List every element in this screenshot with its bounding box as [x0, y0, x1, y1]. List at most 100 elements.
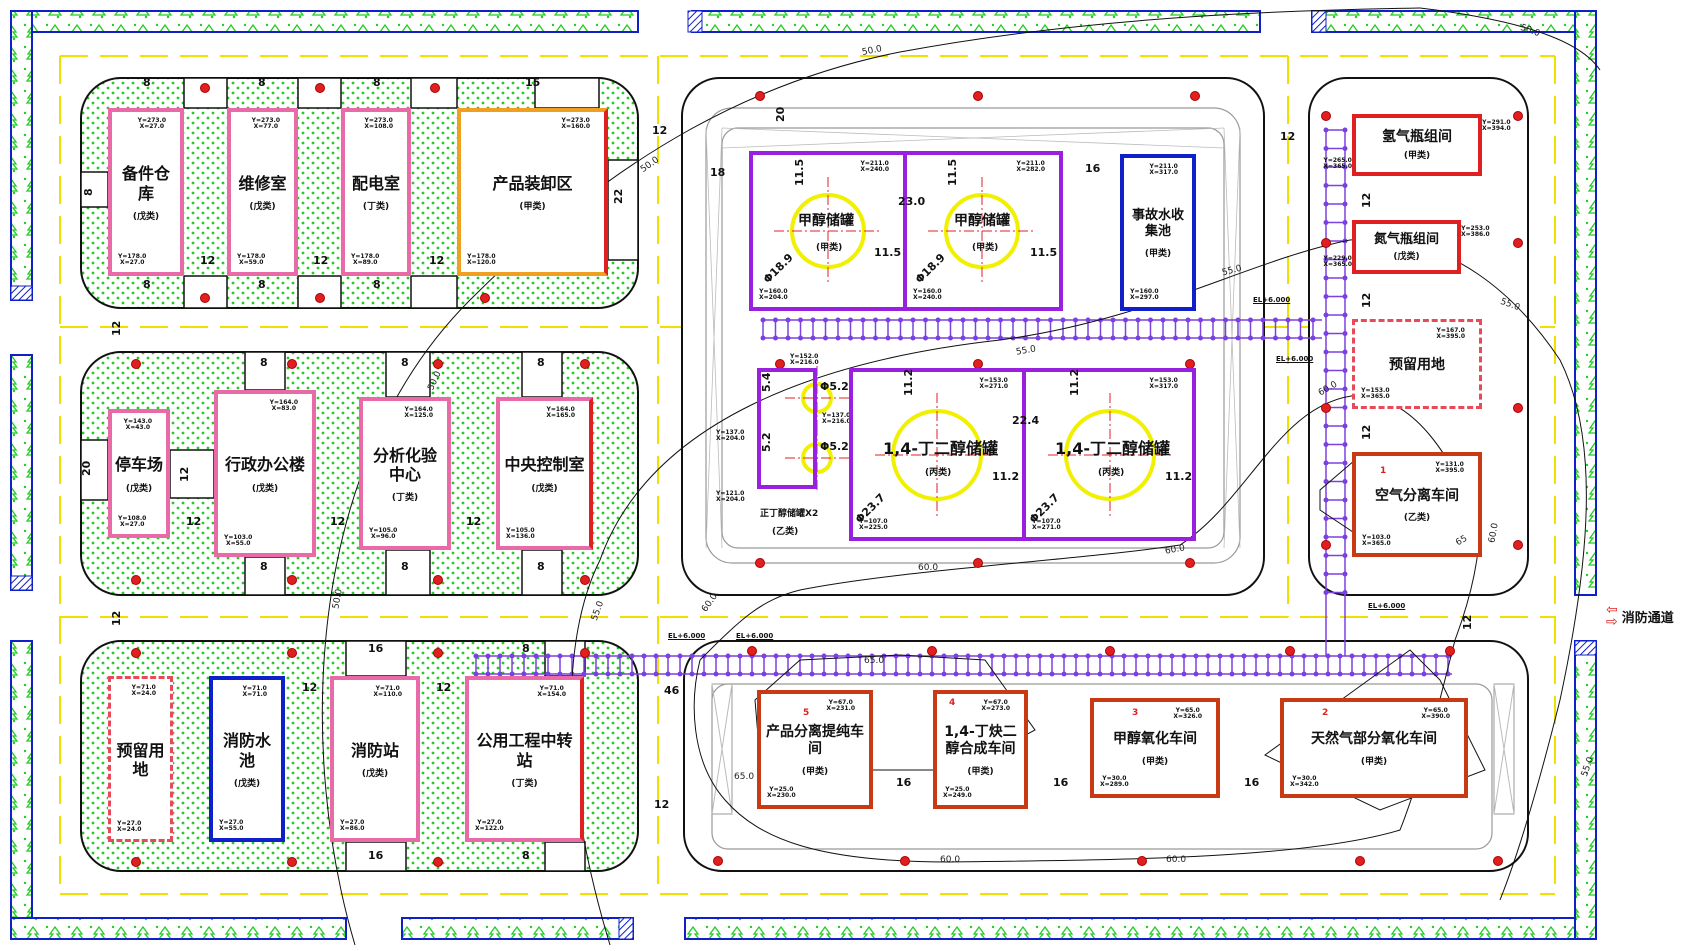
pipe-rack-node	[1248, 317, 1253, 323]
pipe-rack-node	[1342, 331, 1348, 336]
pipe-rack-node	[605, 653, 611, 659]
pipe-rack-node	[1323, 497, 1329, 503]
coordinate-label: Y=71.0 X=71.0	[242, 685, 267, 698]
pipe-rack-node	[1342, 275, 1348, 281]
building-butynediol-synthesis-workshop: Y=67.0 X=273.0 4 1,4-丁炔二醇合成车间 (甲类) Y=25.…	[933, 690, 1028, 809]
pipe-rack-node	[1169, 671, 1175, 677]
pipe-rack-node	[1323, 127, 1329, 133]
pipe-rack-node	[948, 335, 953, 341]
pipe-rack-node	[1323, 257, 1329, 262]
pipe-rack-node	[1223, 317, 1228, 323]
pipe-rack-node	[1193, 671, 1199, 677]
pipe-rack-node	[1013, 671, 1019, 677]
fire-hydrant-icon	[1355, 856, 1365, 866]
pipe-rack-node	[1013, 653, 1019, 659]
elevation-label: EL+6.000	[736, 632, 774, 640]
coordinate-label: Y=211.0 X=317.0	[1149, 163, 1178, 176]
pipe-rack-node	[989, 671, 995, 677]
pipe-rack-node	[977, 653, 983, 659]
fire-class: (甲类)	[967, 766, 994, 777]
contour-label: 65.0	[864, 656, 885, 666]
pipe-rack-node	[1241, 671, 1247, 677]
pipe-rack-node	[1049, 671, 1055, 677]
pipe-rack-node	[641, 671, 647, 677]
tank-class: (丙类)	[1098, 468, 1125, 478]
pipe-rack-node	[929, 671, 935, 677]
pipe-rack-node	[773, 335, 778, 341]
fire-hydrants	[131, 83, 1523, 867]
pipe-rack-node	[1373, 653, 1379, 659]
fire-class: (乙类)	[1403, 513, 1431, 524]
dimension: 16	[1244, 776, 1260, 789]
dimension: 15	[525, 76, 541, 89]
dimension: 16	[1085, 162, 1101, 175]
pipe-rack-node	[1323, 294, 1329, 299]
pipe-rack-node	[1123, 335, 1128, 341]
pipe-rack-node	[1342, 220, 1348, 225]
pipe-rack-node	[1253, 671, 1259, 677]
tank-diameter: Φ5.2	[820, 380, 849, 393]
accident-water-pool: Y=211.0 X=317.0 事故水收集池 (甲类) Y=160.0 X=29…	[1120, 154, 1196, 311]
pipe-rack-node	[1248, 335, 1253, 341]
elevation-label: EL+6.000	[1253, 296, 1291, 304]
coordinate-label: Y=178.0 X=27.0	[118, 253, 147, 266]
pipe-rack-node	[665, 653, 671, 659]
fire-hydrant-icon	[1185, 558, 1195, 568]
pipe-rack-node	[581, 671, 587, 677]
fire-hydrant-icon	[287, 857, 297, 867]
pipe-rack-node	[1073, 653, 1079, 659]
building-name: 1,4-丁炔二醇合成车间	[944, 724, 1017, 757]
pipe-rack-node	[1273, 335, 1278, 341]
fire-hydrant-icon	[1285, 646, 1295, 656]
coordinate-label: Y=71.0 X=110.0	[373, 685, 402, 698]
pipe-rack-node	[810, 335, 816, 341]
building-name: 氮气瓶组间	[1373, 232, 1439, 248]
pipe-rack-node	[545, 671, 551, 677]
pipe-rack-node	[1235, 335, 1241, 341]
pipe-rack-node	[1229, 671, 1235, 677]
pipe-rack-node	[1109, 671, 1115, 677]
pipe-rack-node	[893, 653, 899, 659]
building-repair-room: Y=273.0 X=77.0 维修室 (戊类) Y=178.0 X=59.0	[227, 108, 298, 276]
pipe-rack-node	[677, 671, 683, 677]
coordinate-label: Y=137.0 X=204.0	[716, 429, 745, 442]
fire-hydrant-icon	[973, 91, 983, 101]
dimension: 22	[612, 188, 625, 204]
pipe-rack-node	[509, 671, 515, 677]
pipe-rack-node	[557, 653, 563, 659]
dimension: 8	[143, 278, 151, 291]
building-reserved-land-east: Y=167.0 X=395.0 预留用地 Y=153.0 X=365.0	[1352, 319, 1482, 409]
pipe-rack-node	[1135, 317, 1141, 323]
fire-hydrant-icon	[131, 857, 141, 867]
coordinate-label: Y=27.0 X=86.0	[340, 819, 365, 832]
pipe-rack-node	[1185, 317, 1191, 323]
coordinate-label: Y=67.0 X=231.0	[826, 699, 855, 712]
pipe-rack-node	[881, 671, 887, 677]
elevation-label: EL+6.000	[1368, 602, 1406, 610]
fire-hydrant-icon	[433, 857, 443, 867]
building-name: 消防站	[350, 740, 399, 760]
pipe-rack-node	[1337, 653, 1343, 659]
dimension: 12	[313, 254, 329, 267]
building-power-distribution: Y=273.0 X=108.0 配电室 (丁类) Y=178.0 X=89.0	[341, 108, 411, 276]
pipe-rack-node	[953, 653, 959, 659]
pipe-rack-node	[1229, 653, 1235, 659]
coordinate-label: Y=291.0 X=394.0	[1482, 119, 1511, 132]
pipe-rack-node	[785, 671, 791, 677]
fire-hydrant-icon	[430, 83, 440, 93]
building-natural-gas-partial-oxidation-workshop: Y=65.0 X=390.0 2 天然气部分氧化车间 (甲类) Y=30.0 X…	[1280, 698, 1468, 798]
pipe-rack-node	[1135, 335, 1141, 341]
fire-hydrant-icon	[131, 648, 141, 658]
pipe-rack-node	[1110, 335, 1116, 341]
coordinate-label: Y=229.0 X=365.0	[1323, 255, 1352, 268]
building-name: 公用工程中转站	[476, 731, 573, 770]
pipe-rack-node	[665, 671, 671, 677]
contour-label: 60.0	[1166, 855, 1187, 865]
pipe-rack-node	[810, 317, 816, 323]
coordinate-label: Y=178.0 X=89.0	[351, 253, 380, 266]
pipe-rack-node	[1157, 671, 1163, 677]
pipe-rack-node	[593, 671, 599, 677]
coordinate-label: Y=137.0 X=216.0	[822, 412, 851, 425]
pipe-rack-node	[823, 317, 828, 323]
pipe-rack-node	[761, 671, 767, 677]
